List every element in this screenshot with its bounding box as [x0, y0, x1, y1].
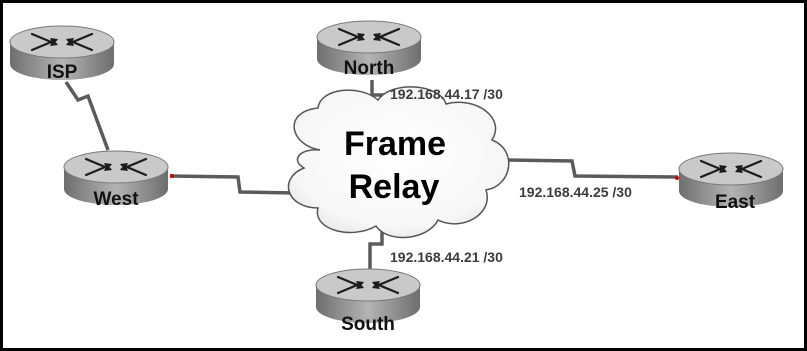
- ip-label-north: 192.168.44.17 /30: [390, 86, 503, 102]
- link-west-cloud: [169, 174, 297, 195]
- interface-dot: [675, 176, 679, 180]
- router-label-south: South: [341, 314, 395, 335]
- router-isp: ISP: [8, 24, 116, 83]
- link-cloud-south: [368, 224, 384, 278]
- router-east: East: [675, 151, 785, 213]
- cloud-label-line1: Frame: [344, 125, 446, 163]
- router-south: South: [314, 267, 422, 335]
- link-cloud-east: [505, 158, 679, 179]
- router-west: West: [62, 149, 174, 210]
- frame-relay-cloud: Frame Relay: [287, 86, 510, 239]
- ip-label-east: 192.168.44.25 /30: [519, 184, 632, 200]
- cloud-label-line2: Relay: [349, 168, 440, 206]
- interface-dot: [170, 174, 174, 178]
- router-label-west: West: [93, 189, 139, 210]
- router-label-north: North: [344, 58, 395, 79]
- router-north: North: [315, 19, 423, 79]
- router-label-isp: ISP: [47, 62, 78, 83]
- link-isp-west: [64, 81, 110, 151]
- router-label-east: East: [715, 192, 756, 213]
- ip-label-south: 192.168.44.21 /30: [390, 249, 503, 265]
